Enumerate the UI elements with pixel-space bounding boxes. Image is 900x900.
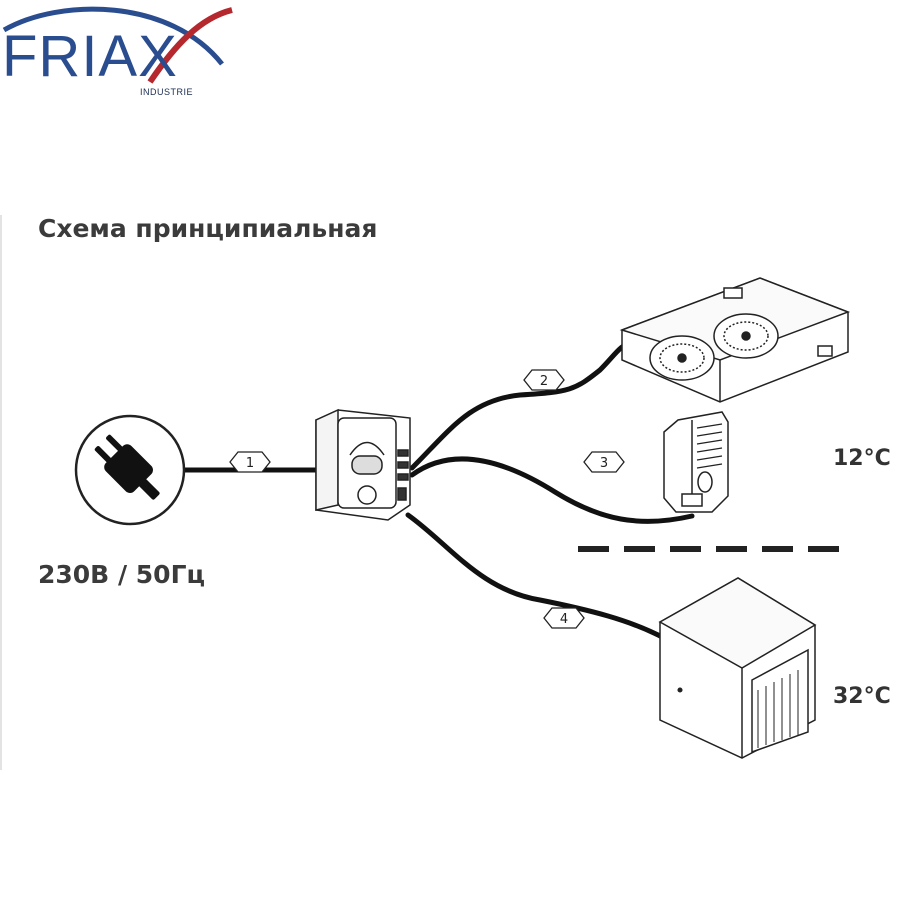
cables — [180, 339, 695, 641]
control-box-icon — [315, 408, 411, 521]
cable-evaporator — [409, 339, 635, 471]
frame-edge — [0, 215, 2, 770]
logo-subtitle: INDUSTRIE — [140, 87, 194, 97]
evaporator-unit-icon — [619, 277, 851, 403]
power-supply-label: 230В / 50Гц — [38, 560, 206, 589]
connection-label-2: 2 — [523, 369, 565, 391]
connection-label-1: 1 — [229, 451, 271, 473]
logo-swoosh-icon — [2, 6, 233, 84]
connection-label-3: 3 — [583, 451, 625, 473]
diagram-title: Схема принципиальная — [38, 214, 378, 243]
cold-temperature-label: 12°C — [833, 446, 891, 471]
power-plug-icon — [74, 414, 186, 526]
connection-label-4: 4 — [543, 607, 585, 629]
connection-label-2-text: 2 — [540, 374, 548, 389]
cable-condenser — [405, 512, 667, 641]
zone-divider — [578, 546, 853, 552]
temperature-sensor-icon — [663, 411, 729, 513]
connection-label-4-text: 4 — [560, 612, 568, 627]
friax-logo: FRIAX INDUSTRIE — [0, 0, 240, 100]
logo-wordmark: FRIAX — [2, 24, 178, 89]
cable-sensor — [409, 456, 695, 524]
connection-label-3-text: 3 — [600, 456, 608, 471]
connection-label-1-text: 1 — [246, 456, 254, 471]
condensing-unit-icon — [658, 577, 817, 759]
hot-temperature-label: 32°C — [833, 684, 891, 709]
